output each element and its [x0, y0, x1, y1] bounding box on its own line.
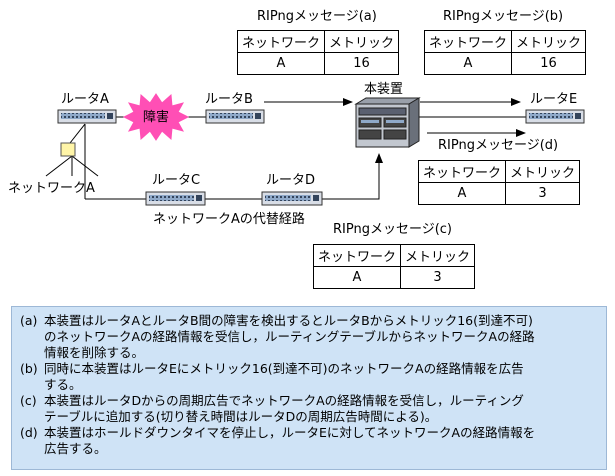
table-cell-network: A: [312, 266, 402, 289]
table-header-metric: メトリック: [511, 30, 587, 53]
table-cell-metric: 16: [324, 52, 400, 75]
this-device-icon: [354, 97, 421, 148]
table-cell-metric: 16: [511, 52, 587, 75]
table-cell-metric: 3: [505, 182, 581, 205]
failure-label: 障害: [143, 110, 170, 125]
table-cell-metric: 3: [400, 266, 476, 289]
note-d: (d) 本装置はホールドダウンタイマを停止し，ルータEに対してネットワークAの経…: [20, 425, 598, 457]
link-router-a-network-a: [69, 123, 86, 144]
note-text: 同時に本装置はルータEにメトリック16(到達不可)のネットワークAの経路情報を広…: [44, 361, 524, 392]
table-cell-network: A: [417, 182, 507, 205]
note-text: 本装置はホールドダウンタイマを停止し，ルータEに対してネットワークAの経路情報を…: [44, 425, 536, 456]
message-d-title: RIPngメッセージ(d): [438, 138, 559, 153]
router-c-label: ルータC: [152, 173, 201, 188]
network-a-spoke-left: [45, 155, 73, 177]
router-a-label: ルータA: [61, 92, 109, 107]
router-b-label: ルータB: [205, 92, 253, 107]
table-header-network: ネットワーク: [417, 160, 507, 183]
arrow-message-c: [322, 153, 383, 200]
router-e-label: ルータE: [530, 92, 578, 107]
table-header-metric: メトリック: [400, 244, 476, 267]
table-header-network: ネットワーク: [312, 244, 402, 267]
note-text: 本装置はルータDからの周期広告でネットワークAの経路情報を受信し，ルーティング …: [44, 393, 524, 424]
alt-route-label: ネットワークAの代替経路: [153, 212, 305, 227]
failure-burst-icon: [122, 93, 190, 141]
connection-lines: [45, 116, 526, 200]
network-a-node-icon: [60, 142, 76, 157]
note-key: (d): [20, 425, 38, 440]
note-text: 本装置はルータAとルータB間の障害を検出するとルータBからメトリック16(到達不…: [44, 313, 535, 360]
router-e-icon: [525, 109, 585, 124]
note-c: (c) 本装置はルータDからの周期広告でネットワークAの経路情報を受信し，ルーテ…: [20, 393, 598, 425]
this-device-label: 本装置: [364, 82, 404, 97]
note-key: (b): [20, 361, 38, 376]
network-a-label: ネットワークA: [8, 181, 95, 196]
router-d-icon: [261, 191, 323, 206]
message-b-title: RIPngメッセージ(b): [443, 9, 564, 24]
router-b-icon: [205, 109, 265, 124]
note-a: (a) 本装置はルータAとルータB間の障害を検出するとルータBからメトリック16…: [20, 313, 598, 361]
table-header-network: ネットワーク: [236, 30, 326, 53]
router-c-icon: [145, 191, 206, 206]
note-key: (c): [20, 393, 37, 408]
table-cell-network: A: [423, 52, 513, 75]
table-header-metric: メトリック: [324, 30, 400, 53]
router-d-label: ルータD: [266, 173, 316, 188]
network-a-spoke-right: [71, 155, 99, 177]
notes-panel: (a) 本装置はルータAとルータB間の障害を検出するとルータBからメトリック16…: [11, 306, 607, 470]
table-cell-network: A: [236, 52, 326, 75]
message-c-title: RIPngメッセージ(c): [333, 222, 452, 237]
note-b: (b) 同時に本装置はルータEにメトリック16(到達不可)のネットワークAの経路…: [20, 361, 598, 393]
message-a-title: RIPngメッセージ(a): [257, 9, 377, 24]
table-header-metric: メトリック: [505, 160, 581, 183]
router-a-icon: [57, 109, 117, 124]
note-key: (a): [20, 313, 38, 328]
table-header-network: ネットワーク: [423, 30, 513, 53]
